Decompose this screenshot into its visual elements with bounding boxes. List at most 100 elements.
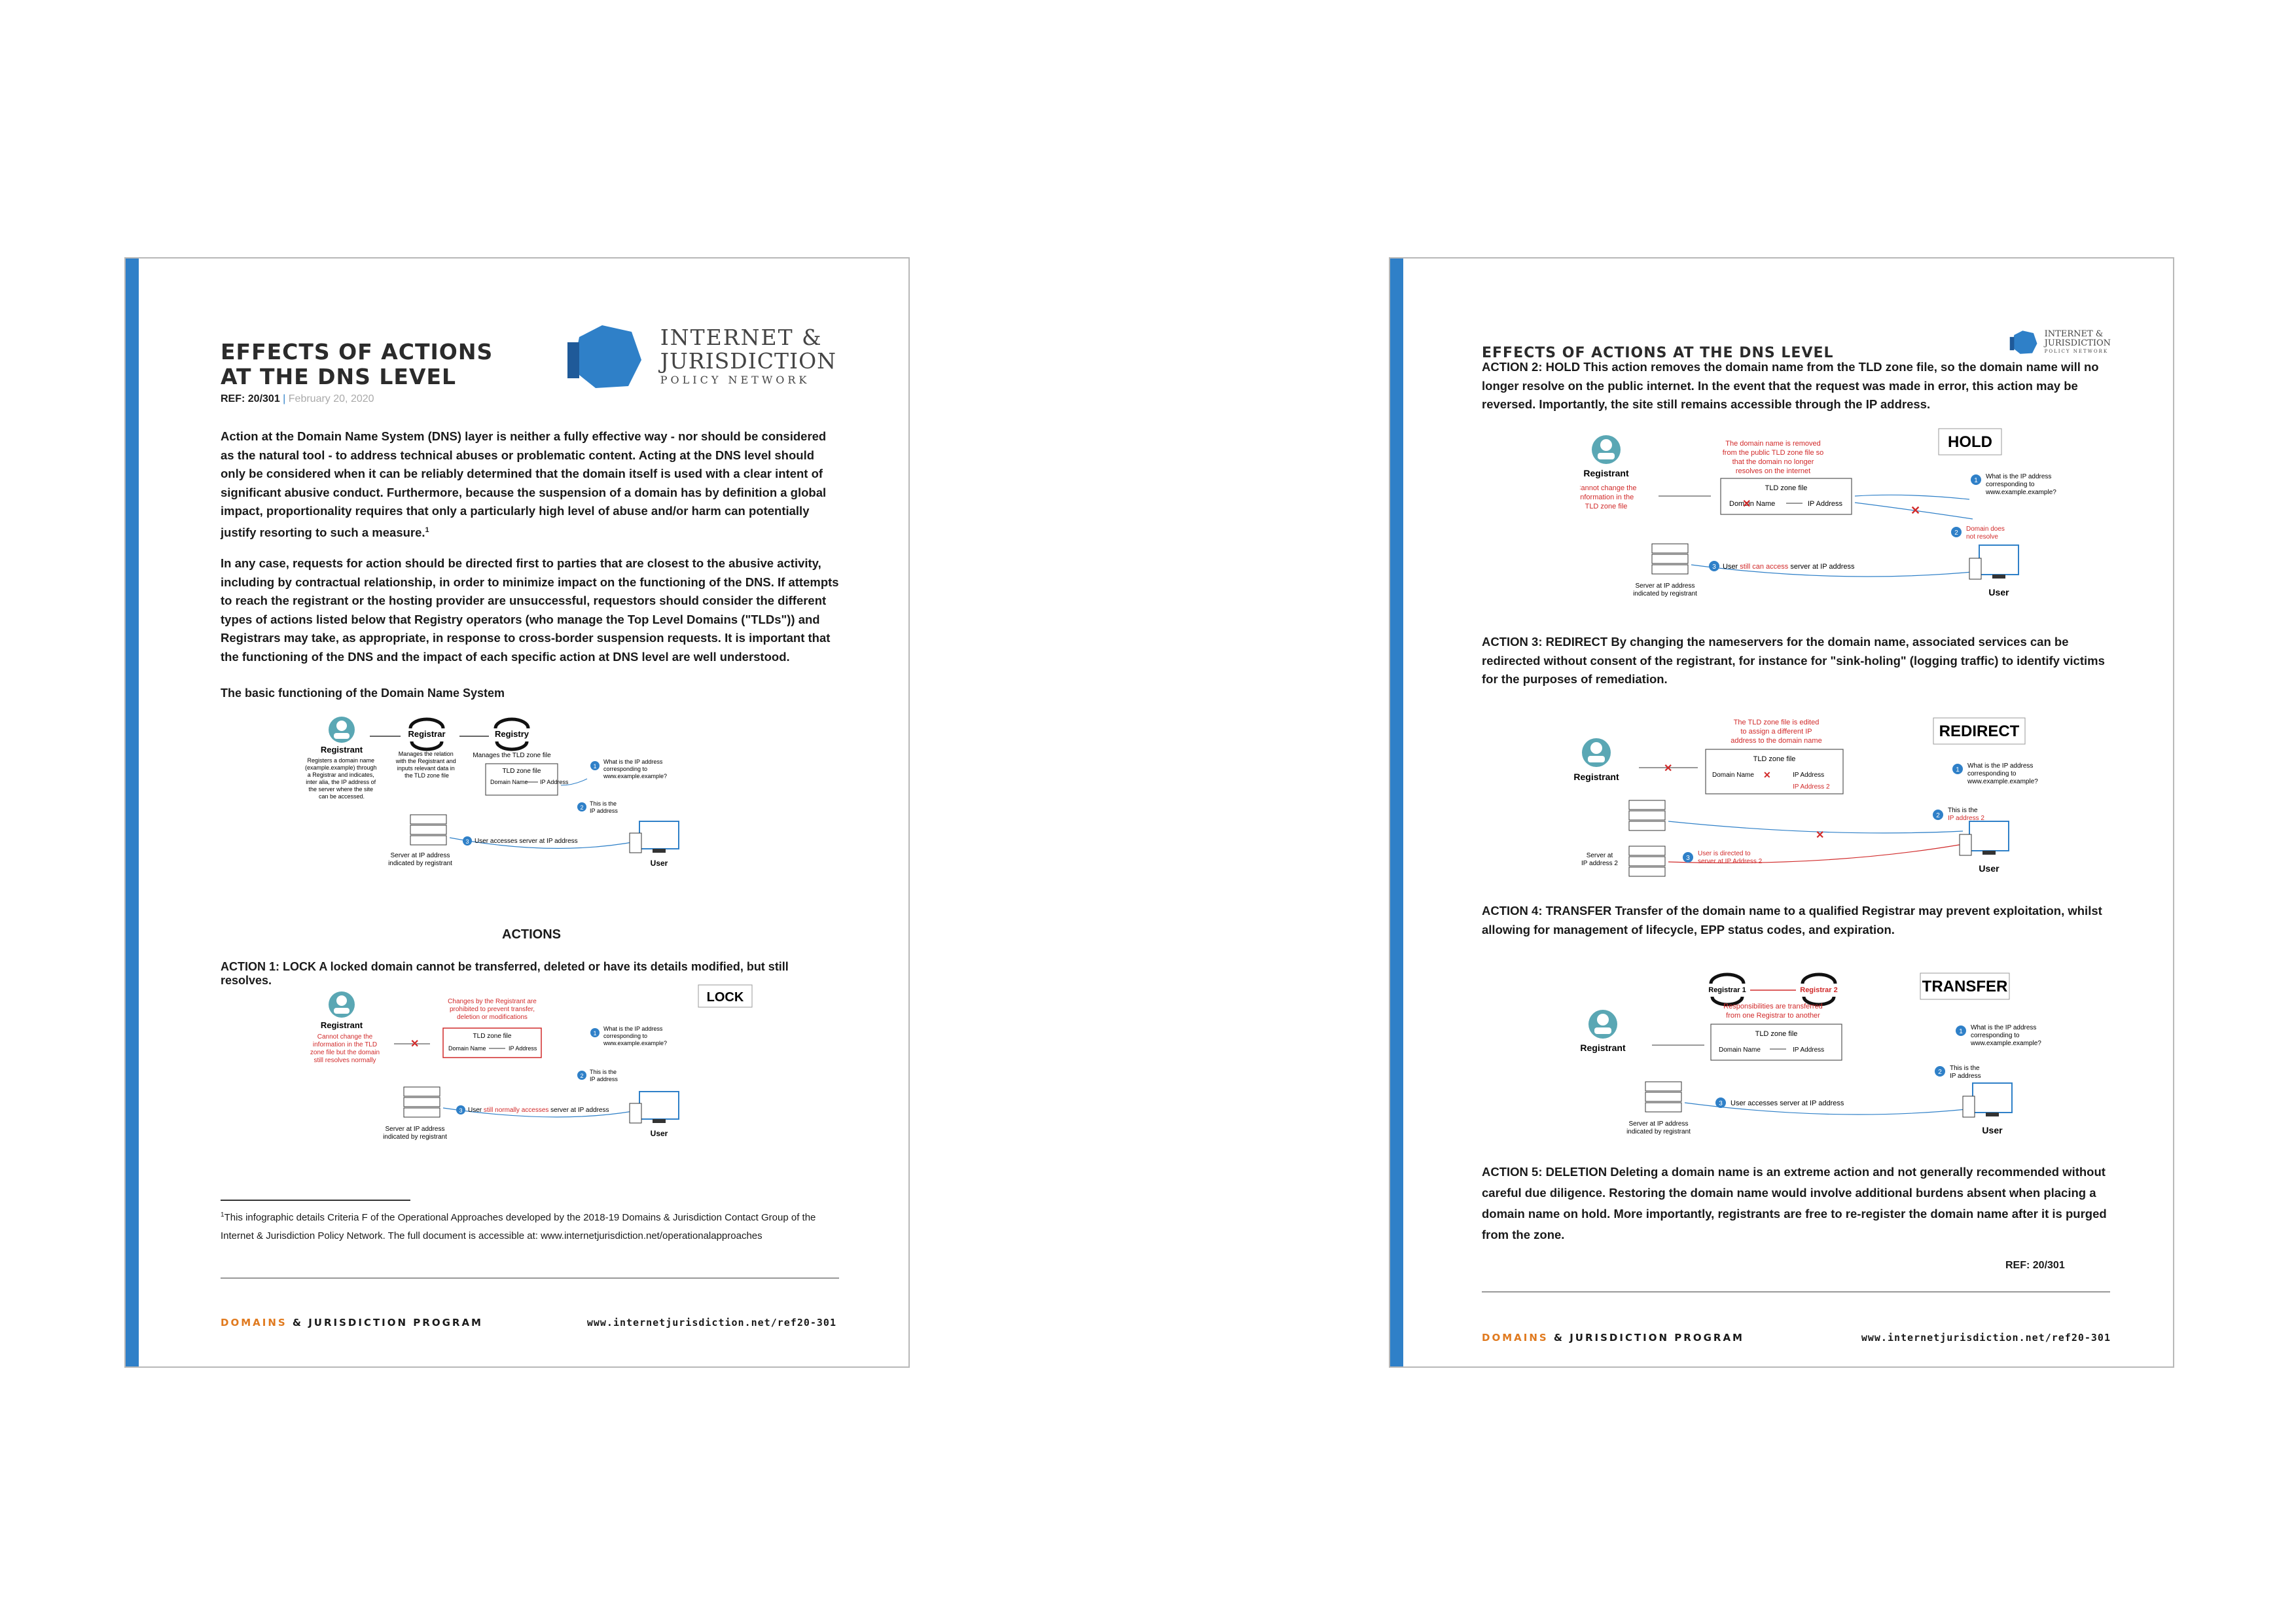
svg-text:IP Address: IP Address [540, 779, 569, 785]
transfer-diagram: TRANSFER Registrar 1 Registrar 2 Respons… [1573, 972, 2077, 1155]
server-icon [410, 814, 447, 846]
svg-text:User still can access server a: User still can access server at IP addre… [1723, 563, 1855, 571]
registrar-label: Registrar [408, 729, 445, 739]
page-accent-stripe [126, 259, 139, 1366]
action2-paragraph: ACTION 2: HOLD This action removes the d… [1482, 360, 2099, 411]
server-2-icon [1628, 846, 1666, 877]
user-computer-icon [1959, 821, 2009, 856]
logo-text-1: INTERNET & [660, 325, 823, 350]
intro-paragraph: Action at the Domain Name System (DNS) l… [221, 427, 839, 542]
basic-dns-diagram: Registrant Registers a domain name (exam… [299, 717, 770, 880]
footer-program: DOMAINS & JURISDICTION PROGRAM [221, 1317, 483, 1329]
reference-number: REF: 20/301 [221, 393, 280, 404]
svg-text:Domain Name: Domain Name [1729, 500, 1775, 508]
svg-text:2: 2 [580, 804, 583, 811]
registrar-globe-icon [408, 717, 445, 751]
footer-url-link[interactable]: www.internetjurisdiction.net/ref20-301 [1861, 1332, 2111, 1344]
registrar1-globe-icon [1709, 972, 1746, 1007]
footer-url-link[interactable]: www.internetjurisdiction.net/ref20-301 [586, 1317, 836, 1329]
ijpn-logo: INTERNET & JURISDICTION POLICY NETWORK [566, 324, 836, 389]
svg-text:IP Address: IP Address [509, 1045, 537, 1052]
registrant-person-icon [329, 991, 355, 1018]
logo-hexagon-icon [567, 325, 641, 388]
svg-text:✕: ✕ [1664, 763, 1672, 774]
action1-line: ACTION 1: LOCK A locked domain cannot be… [221, 960, 836, 988]
svg-text:Registrant: Registrant [1573, 772, 1619, 782]
svg-text:2: 2 [1938, 1069, 1942, 1076]
svg-text:Registrar 2: Registrar 2 [1800, 986, 1837, 994]
svg-text:2: 2 [580, 1073, 583, 1079]
svg-text:Registrant: Registrant [1580, 1043, 1626, 1053]
registry-label: Registry [495, 729, 529, 739]
svg-text:User: User [1988, 587, 2009, 597]
registrant-desc: Registers a domain name (example.example… [305, 757, 378, 800]
intro-text: Action at the Domain Name System (DNS) l… [221, 429, 827, 539]
svg-text:TLD zone file: TLD zone file [1753, 755, 1796, 763]
svg-text:User: User [1982, 1125, 2003, 1135]
logo-hexagon-icon [2009, 330, 2037, 354]
svg-text:3: 3 [1686, 855, 1690, 862]
lock-tag: LOCK [707, 990, 744, 1005]
svg-text:User accesses server at IP add: User accesses server at IP address [1731, 1099, 1844, 1107]
svg-text:✕: ✕ [1763, 770, 1771, 780]
svg-text:Domain Name: Domain Name [448, 1045, 486, 1052]
server-icon [1651, 543, 1689, 575]
svg-text:IP Address: IP Address [1793, 1046, 1824, 1054]
registry-globe-icon [493, 717, 530, 751]
svg-text:TLD zone file: TLD zone file [473, 1033, 512, 1040]
svg-text:2: 2 [1936, 812, 1940, 819]
footer-divider [1482, 1291, 2110, 1293]
footer-program: DOMAINS & JURISDICTION PROGRAM [1482, 1332, 1744, 1344]
svg-text:3: 3 [459, 1107, 462, 1114]
user-label: User [651, 859, 668, 868]
action4-paragraph: ACTION 4: TRANSFER Transfer of the domai… [1482, 904, 2102, 936]
document-date: February 20, 2020 [288, 393, 374, 404]
redirect-diagram: REDIRECT Registrant ✕ The TLD zone file … [1567, 717, 2077, 893]
registrant-person-icon [1588, 1010, 1617, 1039]
registry-desc: Manages the TLD zone file [473, 752, 551, 759]
svg-text:User: User [651, 1129, 668, 1138]
svg-text:3: 3 [1712, 563, 1716, 571]
tld-zone-file-box [442, 1027, 542, 1058]
reference-line: REF: 20/301 | February 20, 2020 [221, 393, 374, 405]
svg-text:User: User [1979, 863, 2000, 874]
svg-text:1: 1 [1974, 477, 1978, 484]
lock-access-text: User still normally accesses server at I… [468, 1107, 609, 1114]
document-page-1: EFFECTS OF ACTIONS AT THE DNS LEVEL REF:… [124, 257, 910, 1368]
tld-zone-file-box [485, 763, 558, 796]
svg-text:✕: ✕ [1910, 504, 1920, 517]
svg-text:3: 3 [1719, 1100, 1723, 1107]
hold-tag: HOLD [1948, 433, 1992, 451]
user-computer-icon [629, 1091, 679, 1124]
registrant-person-icon [1592, 435, 1621, 464]
action1-label: ACTION 1: LOCK [221, 960, 316, 973]
svg-text:IP Address: IP Address [1808, 500, 1842, 508]
blocked-x-icon: ✕ [410, 1039, 419, 1050]
svg-text:1: 1 [1956, 766, 1960, 774]
document-page-2: EFFECTS OF ACTIONS AT THE DNS LEVEL INTE… [1389, 257, 2174, 1368]
svg-text:Domain Name: Domain Name [490, 779, 528, 785]
reference-number: REF: 20/301 [2005, 1260, 2065, 1271]
svg-text:✕: ✕ [1742, 499, 1751, 510]
redirect-tag: REDIRECT [1939, 722, 2020, 740]
svg-text:2: 2 [1954, 529, 1958, 537]
server-icon [403, 1086, 440, 1118]
svg-text:1: 1 [593, 1030, 596, 1037]
reference-separator: | [283, 393, 286, 404]
svg-text:TLD zone file: TLD zone file [1765, 484, 1808, 492]
svg-text:3: 3 [465, 838, 469, 845]
lock-tag-box [698, 984, 753, 1008]
svg-text:✕: ✕ [1816, 830, 1824, 841]
